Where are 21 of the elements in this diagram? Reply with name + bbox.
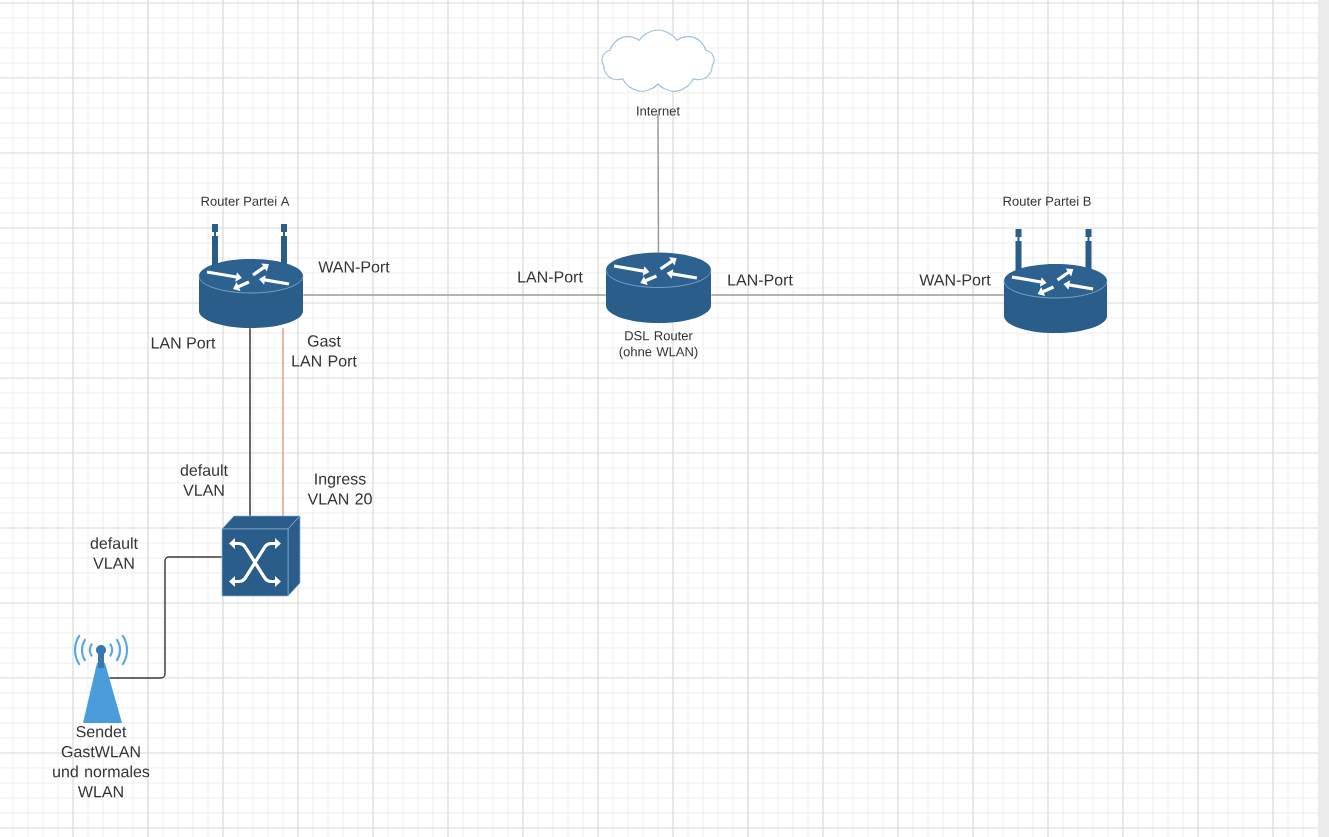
switch-icon xyxy=(221,515,301,597)
connector-line xyxy=(657,113,660,253)
device-label: Router Partei B xyxy=(1003,196,1091,206)
connector-line xyxy=(282,327,284,517)
text-label: LAN-Port xyxy=(518,271,583,283)
connector-line xyxy=(249,327,251,517)
device-label: Internet xyxy=(637,106,680,116)
connector-line xyxy=(710,294,1005,296)
text-label: Gast LAN Port xyxy=(292,335,357,367)
text-label: WAN-Port xyxy=(919,274,991,286)
device-label: Router Partei A xyxy=(201,196,290,206)
text-label: Ingress VLAN 20 xyxy=(307,473,372,505)
connector-line xyxy=(302,294,607,296)
text-label: LAN Port xyxy=(151,337,216,349)
connector-line xyxy=(108,556,223,679)
text-label: LAN-Port xyxy=(728,274,793,286)
text-label: default VLAN xyxy=(180,464,228,496)
device-label: DSL Router (ohne WLAN) xyxy=(619,331,698,359)
device-label: Sendet GastWLAN und normales WLAN xyxy=(53,725,150,798)
text-label: default VLAN xyxy=(90,537,138,569)
text-label: WAN-Port xyxy=(318,261,390,273)
